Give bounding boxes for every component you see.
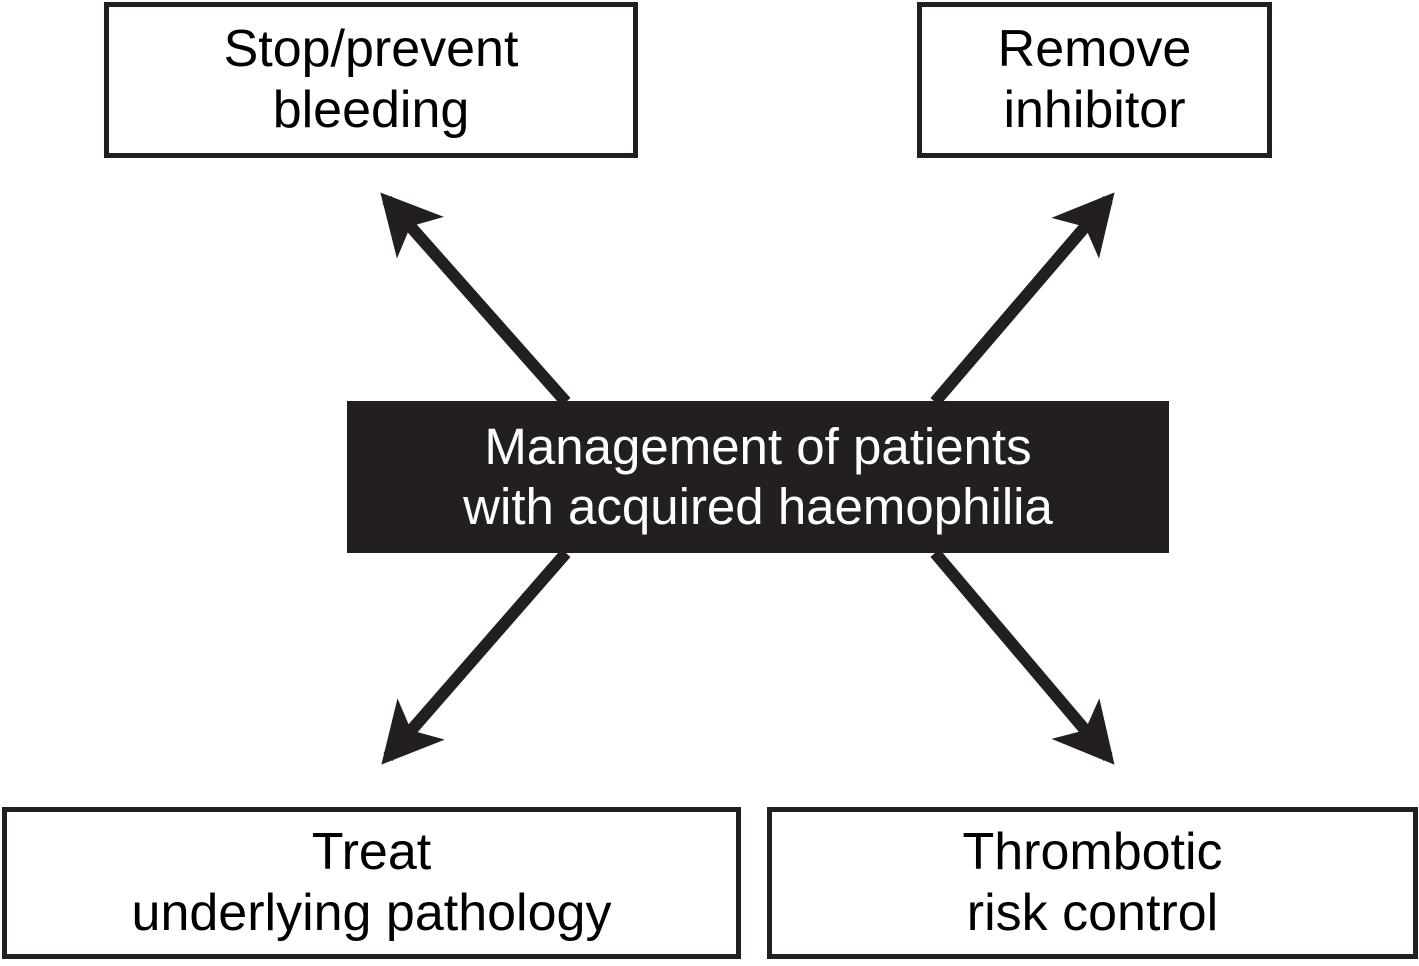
node-stop-prevent-bleeding[interactable]: Stop/prevent bleeding: [104, 2, 638, 158]
node-thrombotic-risk-control[interactable]: Thrombotic risk control: [767, 807, 1418, 959]
arrow-center-to-remove-inhibitor: [930, 192, 1115, 406]
node-thrombotic-risk-control-label: Thrombotic risk control: [962, 822, 1223, 942]
node-treat-underlying-pathology-label: Treat underlying pathology: [131, 822, 612, 942]
arrow-center-to-treat-pathology: [381, 549, 571, 765]
arrow-center-to-thrombotic-risk: [930, 549, 1115, 765]
node-management-of-patients-label: Management of patients with acquired hae…: [463, 417, 1053, 535]
node-stop-prevent-bleeding-label: Stop/prevent bleeding: [223, 19, 519, 139]
node-remove-inhibitor[interactable]: Remove inhibitor: [917, 2, 1272, 158]
node-remove-inhibitor-label: Remove inhibitor: [997, 19, 1192, 139]
node-management-of-patients[interactable]: Management of patients with acquired hae…: [347, 401, 1169, 553]
node-treat-underlying-pathology[interactable]: Treat underlying pathology: [2, 807, 741, 959]
arrow-center-to-stop-bleeding: [380, 192, 571, 406]
